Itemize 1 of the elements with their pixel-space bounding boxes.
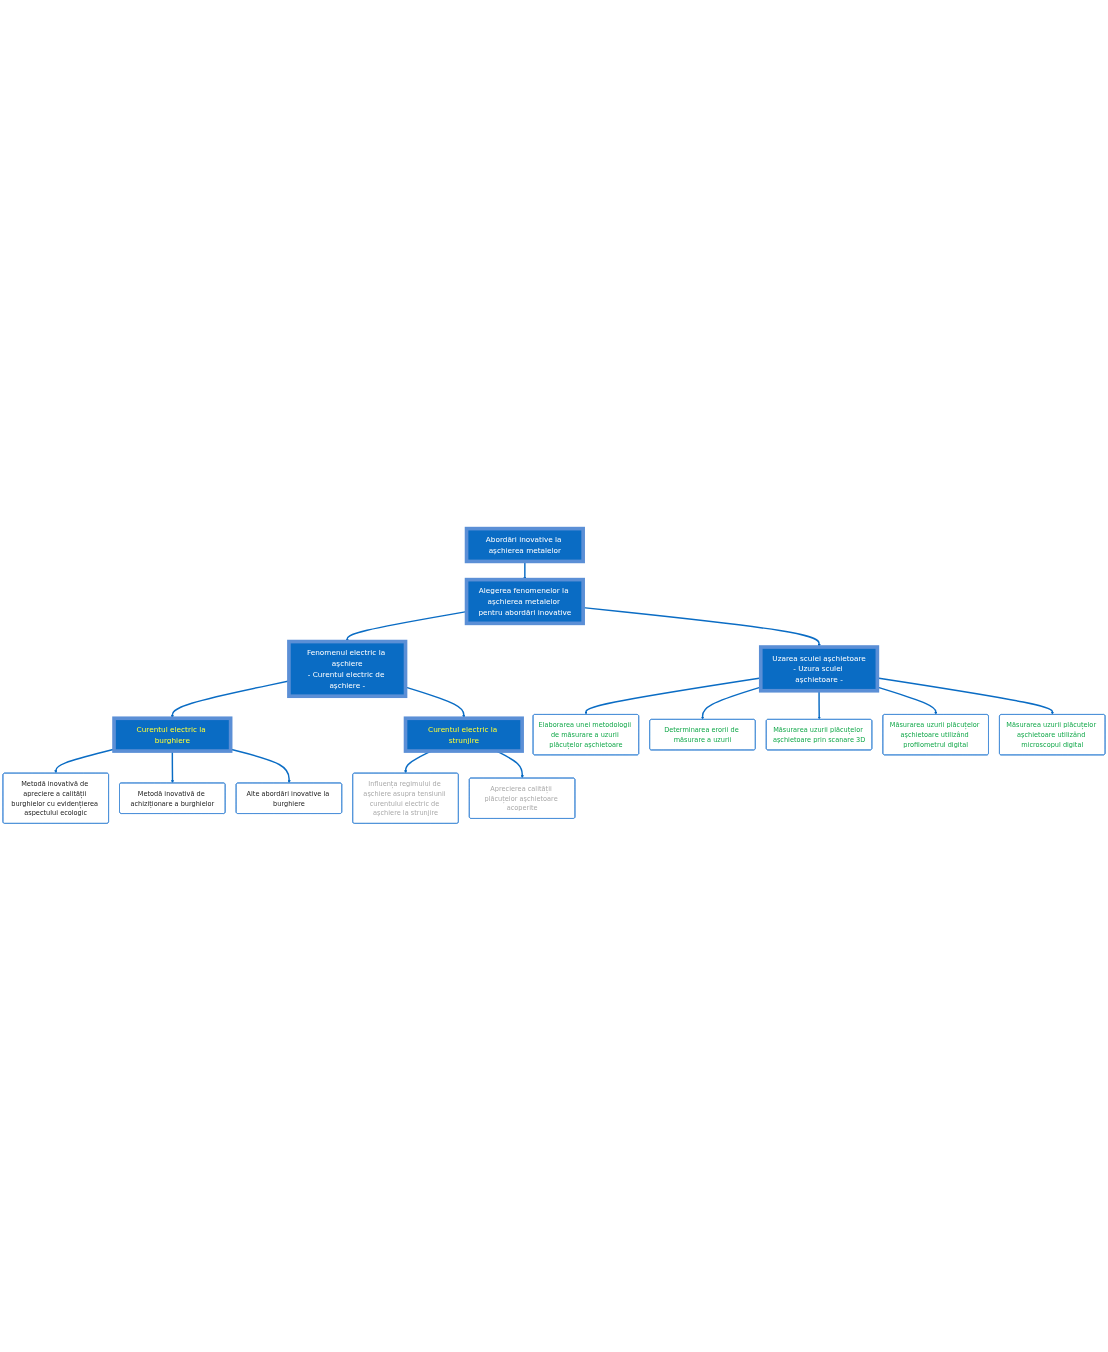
- arrow: [817, 690, 821, 720]
